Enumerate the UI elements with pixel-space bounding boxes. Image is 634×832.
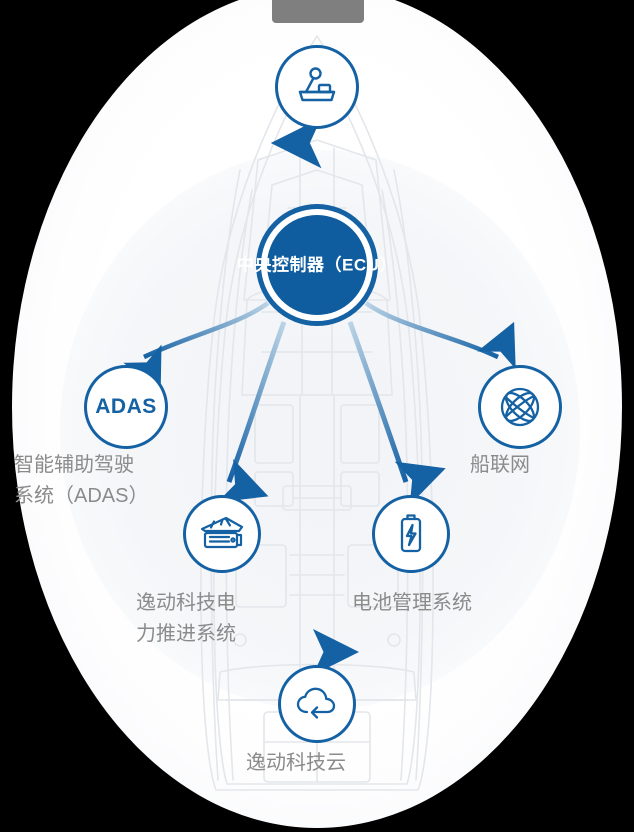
electric-motor-icon xyxy=(200,516,244,549)
node-adas-label: ADAS xyxy=(95,395,157,418)
node-central-ecu[interactable] xyxy=(256,204,378,326)
arrow-ecu-to-propulsion xyxy=(217,321,287,503)
node-battery-management[interactable] xyxy=(372,495,450,573)
arrow-ecu-to-battery xyxy=(347,321,446,506)
arrow-ecu-to-iot xyxy=(364,301,516,370)
caption-marine-iot: 船联网 xyxy=(470,454,530,476)
node-helm-control[interactable] xyxy=(275,45,359,129)
caption-adas: 智能辅助驾驶 系统（ADAS） xyxy=(14,454,149,507)
battery-bolt-icon xyxy=(400,514,422,553)
globe-network-icon xyxy=(500,387,540,427)
arrow-ecu-to-adas xyxy=(123,301,270,392)
node-electric-propulsion[interactable] xyxy=(183,495,261,573)
caption-electric-propulsion: 逸动科技电 力推进系统 xyxy=(136,592,236,645)
caption-battery-management: 电池管理系统 xyxy=(352,592,472,614)
node-cloud-platform[interactable] xyxy=(278,665,356,743)
ecu-inner-disc xyxy=(267,215,367,315)
node-marine-iot[interactable] xyxy=(478,365,562,449)
top-gray-bar xyxy=(272,0,364,23)
caption-cloud-platform: 逸动科技云 xyxy=(246,752,346,774)
cloud-download-icon xyxy=(296,687,336,719)
node-adas[interactable]: ADAS xyxy=(84,365,168,449)
joystick-throttle-icon xyxy=(298,67,336,102)
